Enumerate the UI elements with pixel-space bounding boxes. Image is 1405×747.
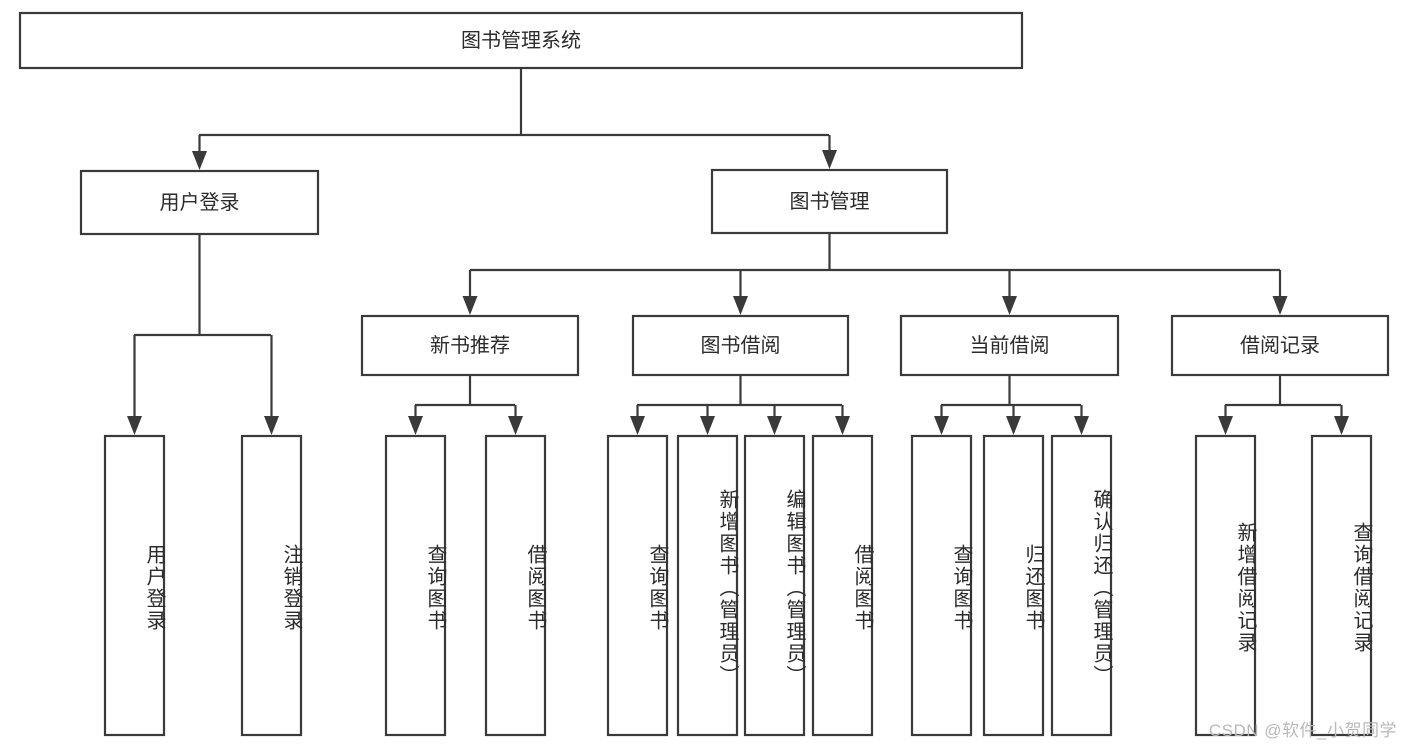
node-box-leaf-add-borrow-record bbox=[1194, 434, 1257, 737]
node-box-leaf-query-borrow-record bbox=[1310, 434, 1373, 737]
arrow-borrow-record bbox=[1272, 296, 1288, 315]
arrow-leaf-query-book-2 bbox=[630, 416, 645, 435]
node-box-leaf-borrow-book-1 bbox=[484, 434, 547, 737]
arrow-leaf-edit-book bbox=[767, 416, 782, 435]
arrow-new-book-recommend bbox=[462, 296, 478, 315]
arrow-leaf-add-book bbox=[700, 416, 715, 435]
arrow-leaf-query-book-1 bbox=[408, 416, 423, 435]
arrow-leaf-query-book-3 bbox=[934, 416, 949, 435]
node-label-book-manage: 图书管理 bbox=[790, 190, 870, 213]
connector-layer bbox=[127, 68, 1349, 435]
node-box-root bbox=[18, 11, 1024, 70]
node-box-book-manage bbox=[710, 168, 949, 235]
node-box-leaf-borrow-book-2 bbox=[811, 434, 874, 737]
node-label-book-borrow: 图书借阅 bbox=[701, 334, 781, 357]
arrow-leaf-query-borrow-record bbox=[1334, 416, 1349, 435]
node-label-new-book-recommend: 新书推荐 bbox=[430, 334, 510, 357]
node-box-borrow-record bbox=[1170, 314, 1390, 377]
csdn-watermark: CSDN @软件_小贺同学 bbox=[1208, 721, 1397, 740]
box-layer bbox=[18, 11, 1390, 737]
node-box-leaf-confirm-return bbox=[1050, 434, 1113, 737]
arrow-leaf-user-login bbox=[127, 416, 142, 435]
node-box-leaf-query-book-1 bbox=[384, 434, 447, 737]
node-label-borrow-record: 借阅记录 bbox=[1240, 334, 1320, 357]
node-box-leaf-logout-login bbox=[240, 434, 303, 737]
node-box-new-book-recommend bbox=[360, 314, 580, 377]
node-label-root: 图书管理系统 bbox=[461, 29, 581, 52]
arrow-leaf-return-book bbox=[1006, 416, 1021, 435]
node-label-current-borrow: 当前借阅 bbox=[970, 334, 1050, 357]
arrow-leaf-logout-login bbox=[264, 416, 279, 435]
node-box-leaf-user-login bbox=[103, 434, 166, 737]
arrow-leaf-add-borrow-record bbox=[1218, 416, 1233, 435]
node-label-user-login: 用户登录 bbox=[160, 191, 240, 214]
node-box-leaf-return-book bbox=[982, 434, 1045, 737]
node-box-leaf-edit-book bbox=[743, 434, 806, 737]
node-box-current-borrow bbox=[899, 314, 1120, 377]
arrow-current-borrow bbox=[1002, 296, 1017, 315]
node-box-user-login bbox=[79, 169, 320, 236]
arrow-book-manage bbox=[822, 150, 837, 169]
arrow-user-login bbox=[192, 151, 207, 170]
node-box-leaf-add-book bbox=[676, 434, 739, 737]
arrow-leaf-borrow-book-2 bbox=[835, 416, 850, 435]
node-box-leaf-query-book-3 bbox=[910, 434, 973, 737]
arrow-leaf-confirm-return bbox=[1074, 416, 1089, 435]
arrow-book-borrow bbox=[733, 296, 748, 315]
arrow-leaf-borrow-book-1 bbox=[508, 416, 523, 435]
node-box-leaf-query-book-2 bbox=[606, 434, 669, 737]
node-box-book-borrow bbox=[631, 314, 850, 377]
